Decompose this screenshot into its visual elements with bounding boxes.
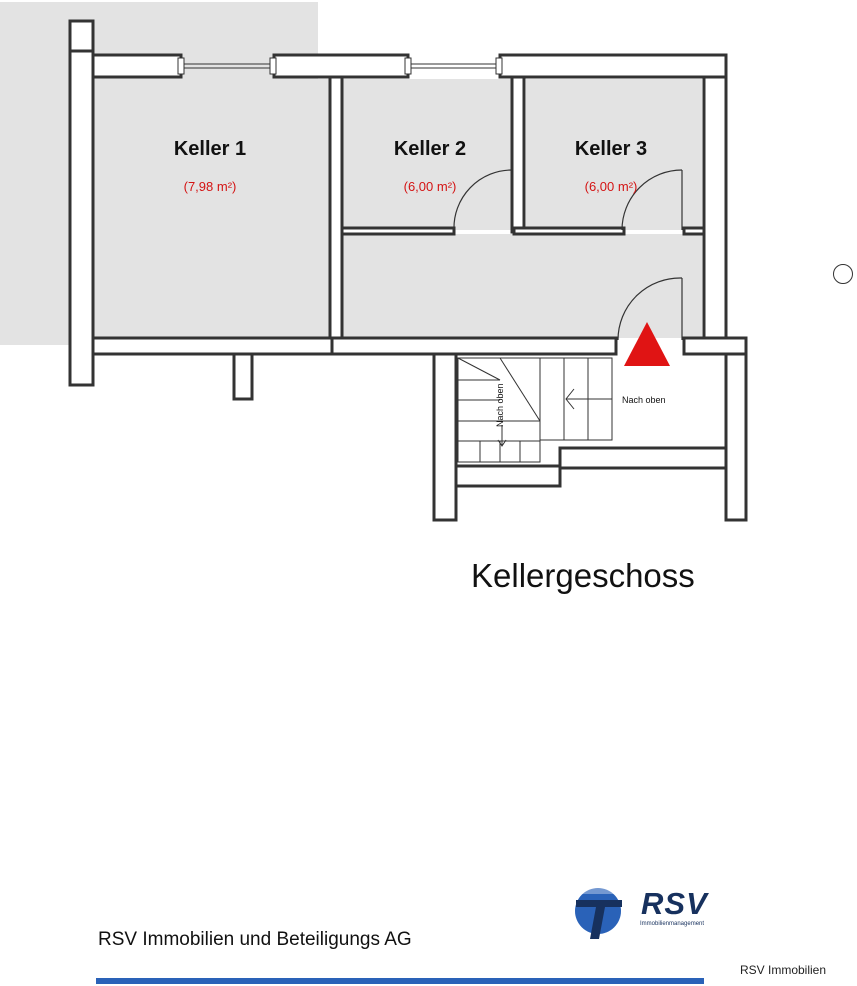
logo-subtitle: Immobilienmanagement <box>640 921 705 927</box>
corridor-floor <box>342 234 702 338</box>
entrance-marker-icon <box>624 322 670 366</box>
footer-divider <box>96 978 704 984</box>
corner-watermark: RSV Immobilien <box>740 963 827 977</box>
room-name-keller-2: Keller 2 <box>394 138 466 160</box>
status-circle-icon <box>833 264 853 284</box>
logo-brand-text: RSV <box>641 886 708 921</box>
windows <box>177 57 503 75</box>
room-floor-keller-1 <box>94 79 330 338</box>
room-floor-keller-3 <box>526 79 702 230</box>
room-area-keller-2: (6,00 m²) <box>404 179 457 194</box>
room-name-keller-1: Keller 1 <box>174 138 246 160</box>
floor-title: Kellergeschoss <box>471 557 695 594</box>
room-area-keller-3: (6,00 m²) <box>585 179 638 194</box>
rsv-logo-icon <box>575 886 622 939</box>
company-name: RSV Immobilien und Beteiligungs AG <box>98 929 412 950</box>
stair-label-right: Nach oben <box>622 395 666 405</box>
staircase <box>457 357 613 463</box>
room-name-keller-3: Keller 3 <box>575 138 647 160</box>
stair-label-left: Nach oben <box>495 383 505 427</box>
doors <box>453 169 683 341</box>
room-floor-keller-2 <box>342 79 522 230</box>
floor-plan: Keller 1 (7,98 m²) Keller 2 (6,00 m²) Ke… <box>0 2 748 522</box>
room-area-keller-1: (7,98 m²) <box>184 179 237 194</box>
